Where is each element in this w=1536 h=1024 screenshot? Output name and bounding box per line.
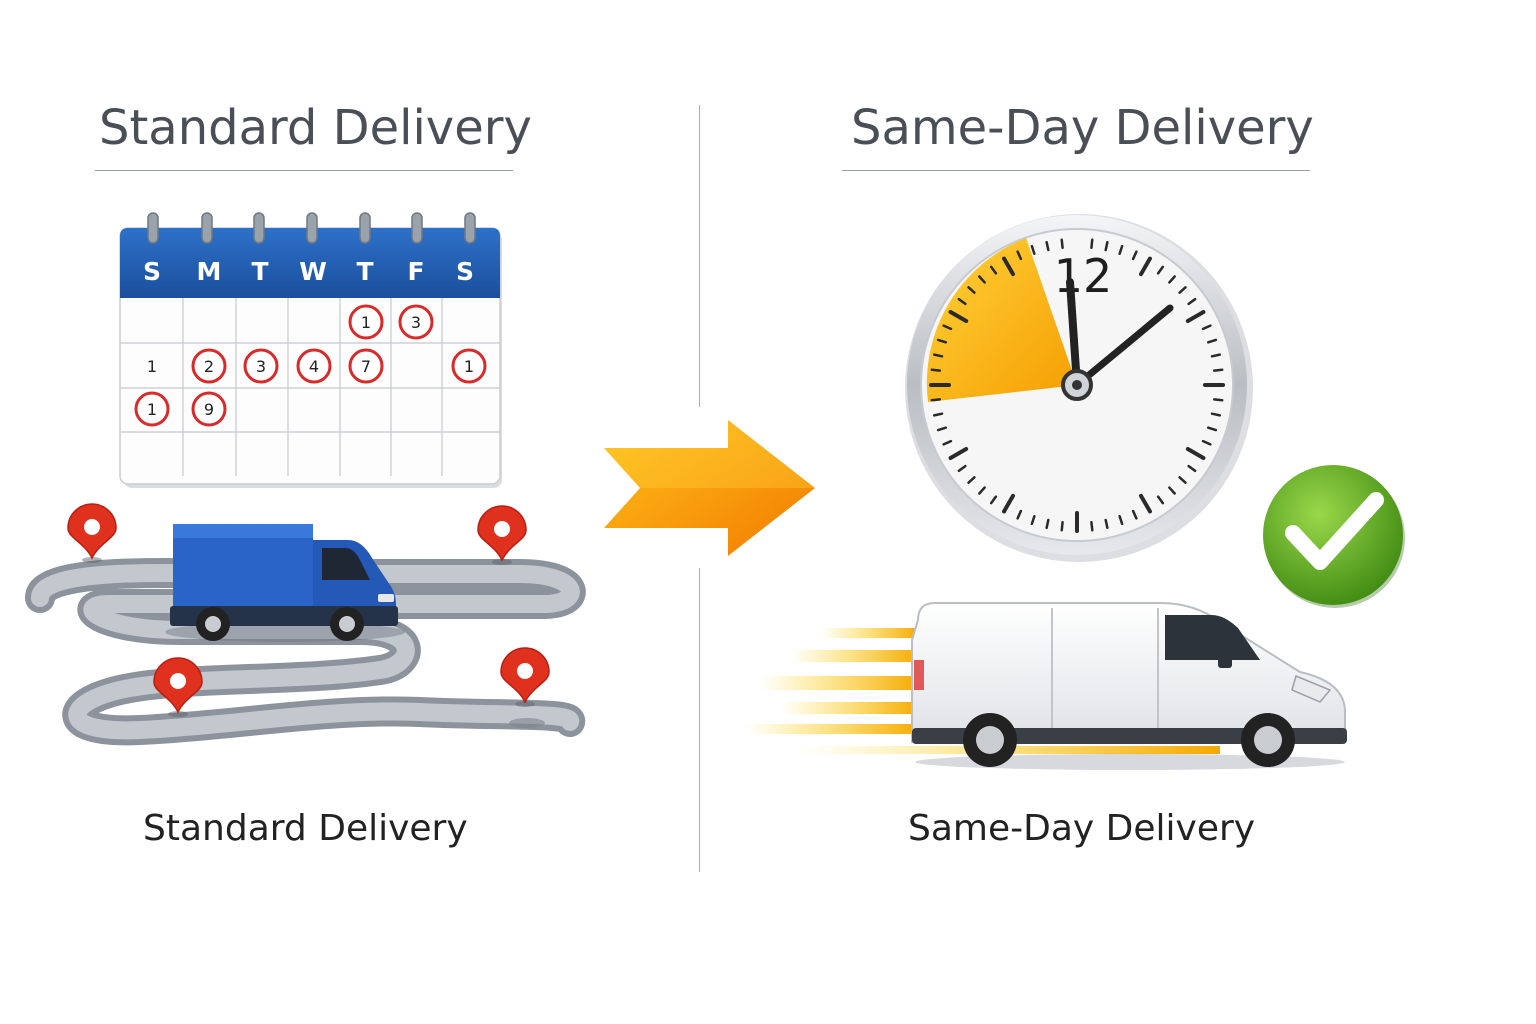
calendar-date: 2 <box>204 357 214 376</box>
delivery-truck-icon <box>165 524 405 642</box>
weekday-label: S <box>143 257 161 286</box>
standard-delivery-caption: Standard Delivery <box>143 808 468 849</box>
binder-ring <box>359 212 371 244</box>
same-day-delivery-title: Same-Day Delivery <box>851 100 1314 156</box>
weekday-label: M <box>197 257 222 286</box>
date-circle-mark <box>191 391 227 427</box>
calendar-date: 1 <box>147 357 157 376</box>
weekday-label: W <box>299 257 327 286</box>
binder-ring <box>411 212 423 244</box>
panel-divider-top <box>699 105 700 407</box>
date-circle-mark <box>191 348 227 384</box>
map-pin-icon <box>67 503 550 717</box>
date-circle-mark <box>398 304 434 340</box>
panel-divider-bottom <box>699 568 700 872</box>
clock-icon: 12 <box>905 214 1253 562</box>
calendar-date: 1 <box>147 400 157 419</box>
clock-minute-hand <box>1073 304 1174 389</box>
calendar-binder-rings <box>147 212 476 244</box>
binder-ring <box>201 212 213 244</box>
same-day-title-underline <box>842 170 1310 171</box>
standard-delivery-title: Standard Delivery <box>99 100 532 156</box>
calendar-header <box>120 228 500 298</box>
date-circle-mark <box>451 348 487 384</box>
checkmark-icon <box>1263 465 1405 608</box>
calendar-date: 3 <box>256 357 266 376</box>
calendar-dates: 1 3 1 2 3 4 7 1 1 9 <box>134 304 487 427</box>
same-day-delivery-caption: Same-Day Delivery <box>908 808 1256 849</box>
calendar-date: 1 <box>464 357 474 376</box>
standard-title-underline <box>95 170 513 171</box>
calendar-date: 3 <box>411 313 421 332</box>
delivery-van-icon <box>745 602 1347 770</box>
binder-ring <box>147 212 159 244</box>
clock-tick-marks <box>929 238 1225 533</box>
clock-numeral-12: 12 <box>1054 249 1113 303</box>
weekday-label: T <box>251 257 268 286</box>
binder-ring <box>253 212 265 244</box>
binder-ring <box>464 212 476 244</box>
weekday-label: F <box>407 257 424 286</box>
calendar-grid <box>120 298 500 476</box>
calendar-date: 7 <box>361 357 371 376</box>
elapsed-time-wedge <box>926 238 1077 402</box>
standard-route-map <box>25 503 586 746</box>
binder-ring <box>306 212 318 244</box>
date-circle-mark <box>348 348 384 384</box>
arrow-right-icon <box>604 420 815 556</box>
weekday-label: T <box>356 257 373 286</box>
date-circle-mark <box>348 304 384 340</box>
clock-hour-hand <box>1066 278 1081 389</box>
calendar-date: 1 <box>361 313 371 332</box>
date-circle-mark <box>134 391 170 427</box>
calendar-date: 4 <box>309 357 319 376</box>
route-road-icon <box>25 557 586 746</box>
weekday-label: S <box>456 257 474 286</box>
date-circle-mark <box>296 348 332 384</box>
date-circle-mark <box>243 348 279 384</box>
calendar-date: 9 <box>204 400 214 419</box>
